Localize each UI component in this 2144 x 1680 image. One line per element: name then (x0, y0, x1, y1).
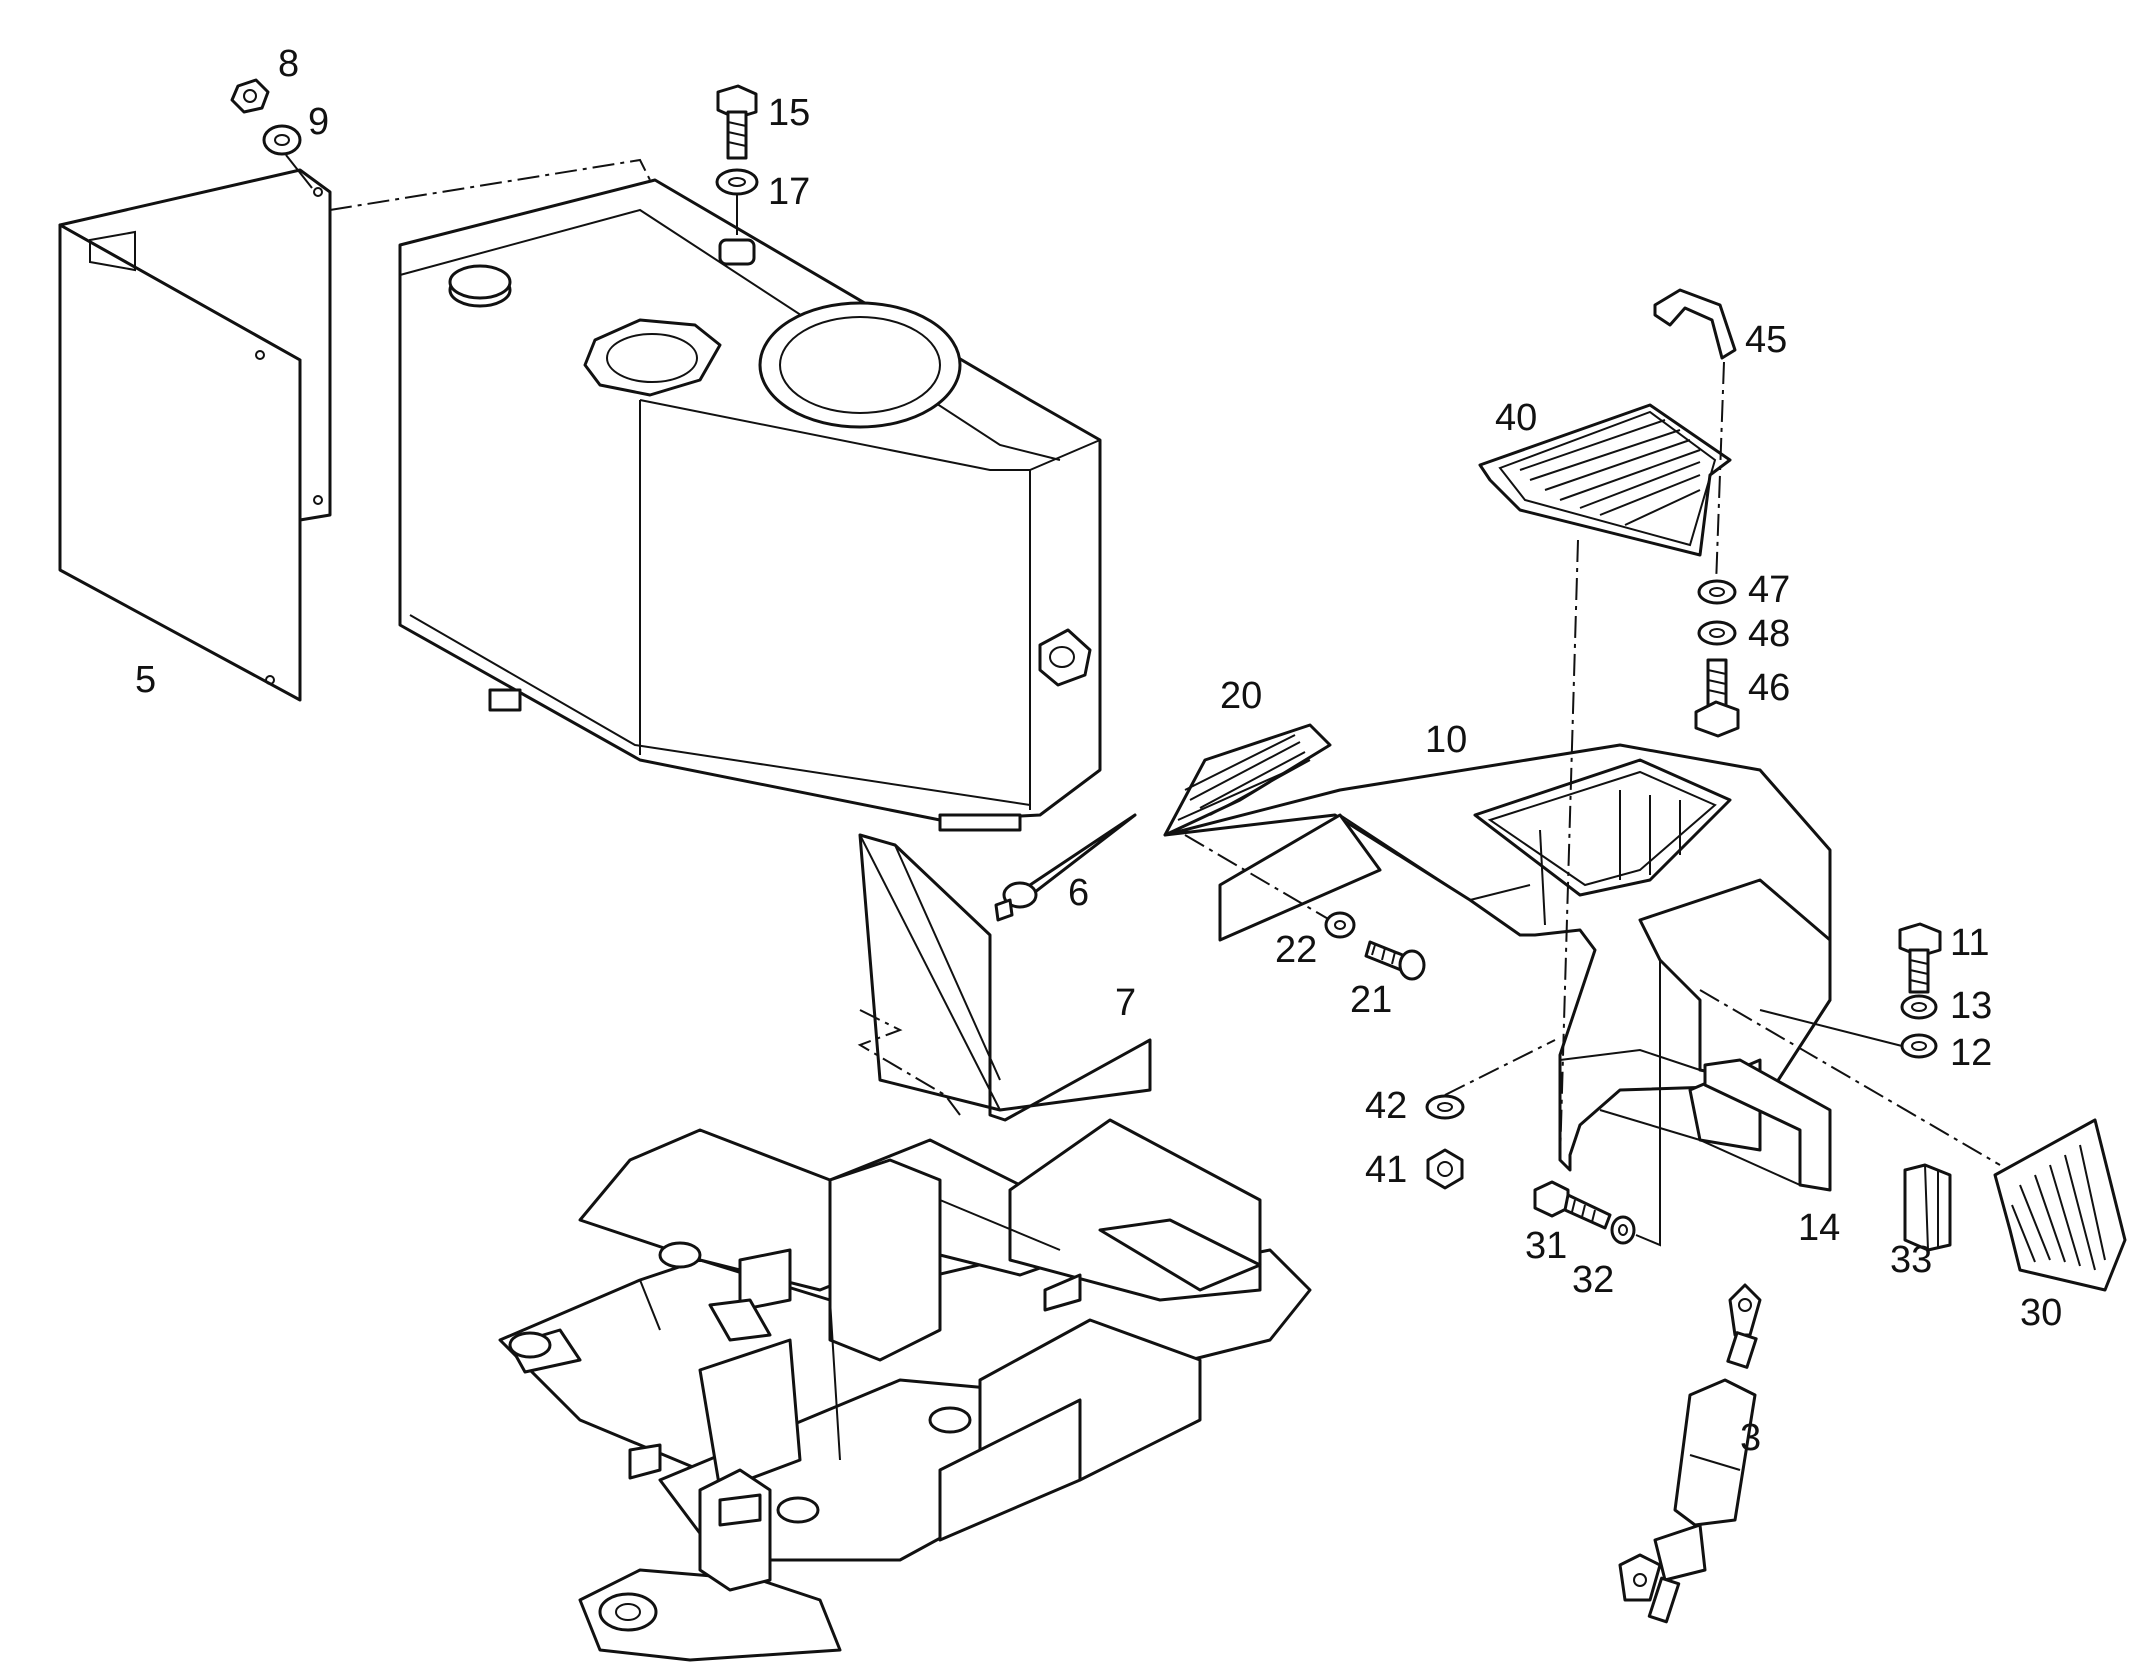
handle-part-45 (1653, 288, 1737, 360)
washer-part-12 (1900, 1033, 1938, 1059)
label-part-40: 40 (1495, 397, 1537, 439)
label-part-12: 12 (1950, 1032, 1992, 1074)
label-part-46: 46 (1748, 667, 1790, 709)
label-part-30: 30 (2020, 1292, 2062, 1334)
label-part-15: 15 (768, 92, 810, 134)
label-part-5: 5 (135, 659, 156, 701)
label-part-3: 3 (1740, 1417, 1761, 1459)
tray-part-40 (1478, 403, 1732, 557)
gas-strut-part-3 (1618, 1283, 1762, 1624)
clip-part-33 (1903, 1163, 1952, 1252)
bracket-part-7 (858, 833, 1152, 1122)
strip-part-14 (1699, 1058, 1832, 1192)
label-part-20: 20 (1220, 675, 1262, 717)
label-part-7: 7 (1115, 982, 1136, 1024)
washer-part-47 (1697, 579, 1737, 605)
washer-part-17 (715, 168, 759, 196)
grille-part-20 (1163, 723, 1332, 837)
label-part-21: 21 (1350, 979, 1392, 1021)
console-housing-part-10 (1163, 743, 1832, 1172)
grille-part-30 (1993, 1118, 2127, 1292)
bolt-part-31 (1533, 1180, 1612, 1230)
washer-part-48 (1697, 620, 1737, 646)
label-part-41: 41 (1365, 1149, 1407, 1191)
label-part-10: 10 (1425, 719, 1467, 761)
label-part-14: 14 (1798, 1207, 1840, 1249)
label-part-8: 8 (278, 43, 299, 85)
label-part-33: 33 (1890, 1239, 1932, 1281)
washer-part-32 (1610, 1215, 1636, 1245)
bolt-part-46 (1694, 658, 1740, 738)
washer-part-22 (1324, 911, 1356, 939)
label-part-45: 45 (1745, 319, 1787, 361)
label-part-11: 11 (1950, 922, 1989, 964)
dipstick-part-6 (994, 813, 1137, 922)
cover-plate-part-5 (58, 168, 332, 702)
bolt-part-15 (716, 84, 758, 160)
bolt-part-11 (1898, 922, 1942, 994)
screw-part-21 (1364, 940, 1426, 981)
nut-part-41 (1426, 1148, 1464, 1190)
label-part-13: 13 (1950, 985, 1992, 1027)
label-part-31: 31 (1525, 1225, 1567, 1267)
label-part-17: 17 (768, 171, 810, 213)
label-part-9: 9 (308, 101, 329, 143)
label-part-6: 6 (1068, 872, 1089, 914)
hydraulic-tank (398, 178, 1102, 832)
label-part-48: 48 (1748, 613, 1790, 655)
base-frame (498, 1118, 1312, 1662)
callout-labels: 8 9 5 15 17 45 40 47 48 46 20 10 6 22 21… (135, 43, 2062, 1459)
label-part-47: 47 (1748, 569, 1790, 611)
label-part-22: 22 (1275, 929, 1317, 971)
washer-part-9 (262, 124, 302, 156)
washer-part-42 (1425, 1094, 1465, 1120)
nut-part-8 (230, 78, 270, 114)
label-part-42: 42 (1365, 1085, 1407, 1127)
washer-part-13 (1900, 994, 1938, 1020)
label-part-32: 32 (1572, 1259, 1614, 1301)
